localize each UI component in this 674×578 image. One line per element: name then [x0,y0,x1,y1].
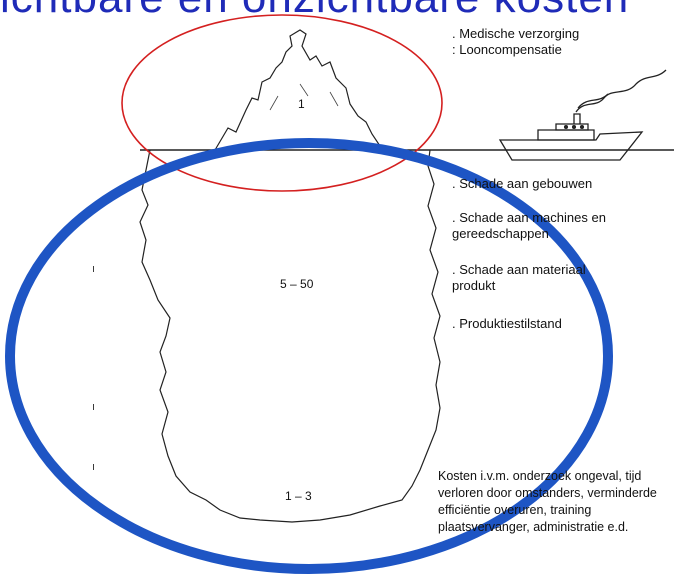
margin-mark: ı [92,263,95,275]
label-schade-gebouwen: . Schade aan gebouwen [452,176,592,192]
label-schade-materiaal: . Schade aan materiaal produkt [452,262,612,294]
ratio-middle: 5 – 50 [280,277,313,291]
label-overige-kosten: Kosten i.v.m. onderzoek ongeval, tijd ve… [438,468,674,536]
margin-mark: ı [92,401,95,413]
iceberg-tip [215,30,384,150]
label-looncompensatie: : Looncompensatie [452,42,562,58]
ratio-tip: 1 [298,97,305,111]
margin-mark: ı [92,461,95,473]
label-produktiestilstand: . Produktiestilstand [452,316,562,332]
ratio-bottom: 1 – 3 [285,489,312,503]
ship-icon [500,70,666,160]
label-schade-machines: . Schade aan machines en gereedschappen [452,210,652,242]
label-medische-verzorging: . Medische verzorging [452,26,579,42]
iceberg-submerged [140,150,440,522]
